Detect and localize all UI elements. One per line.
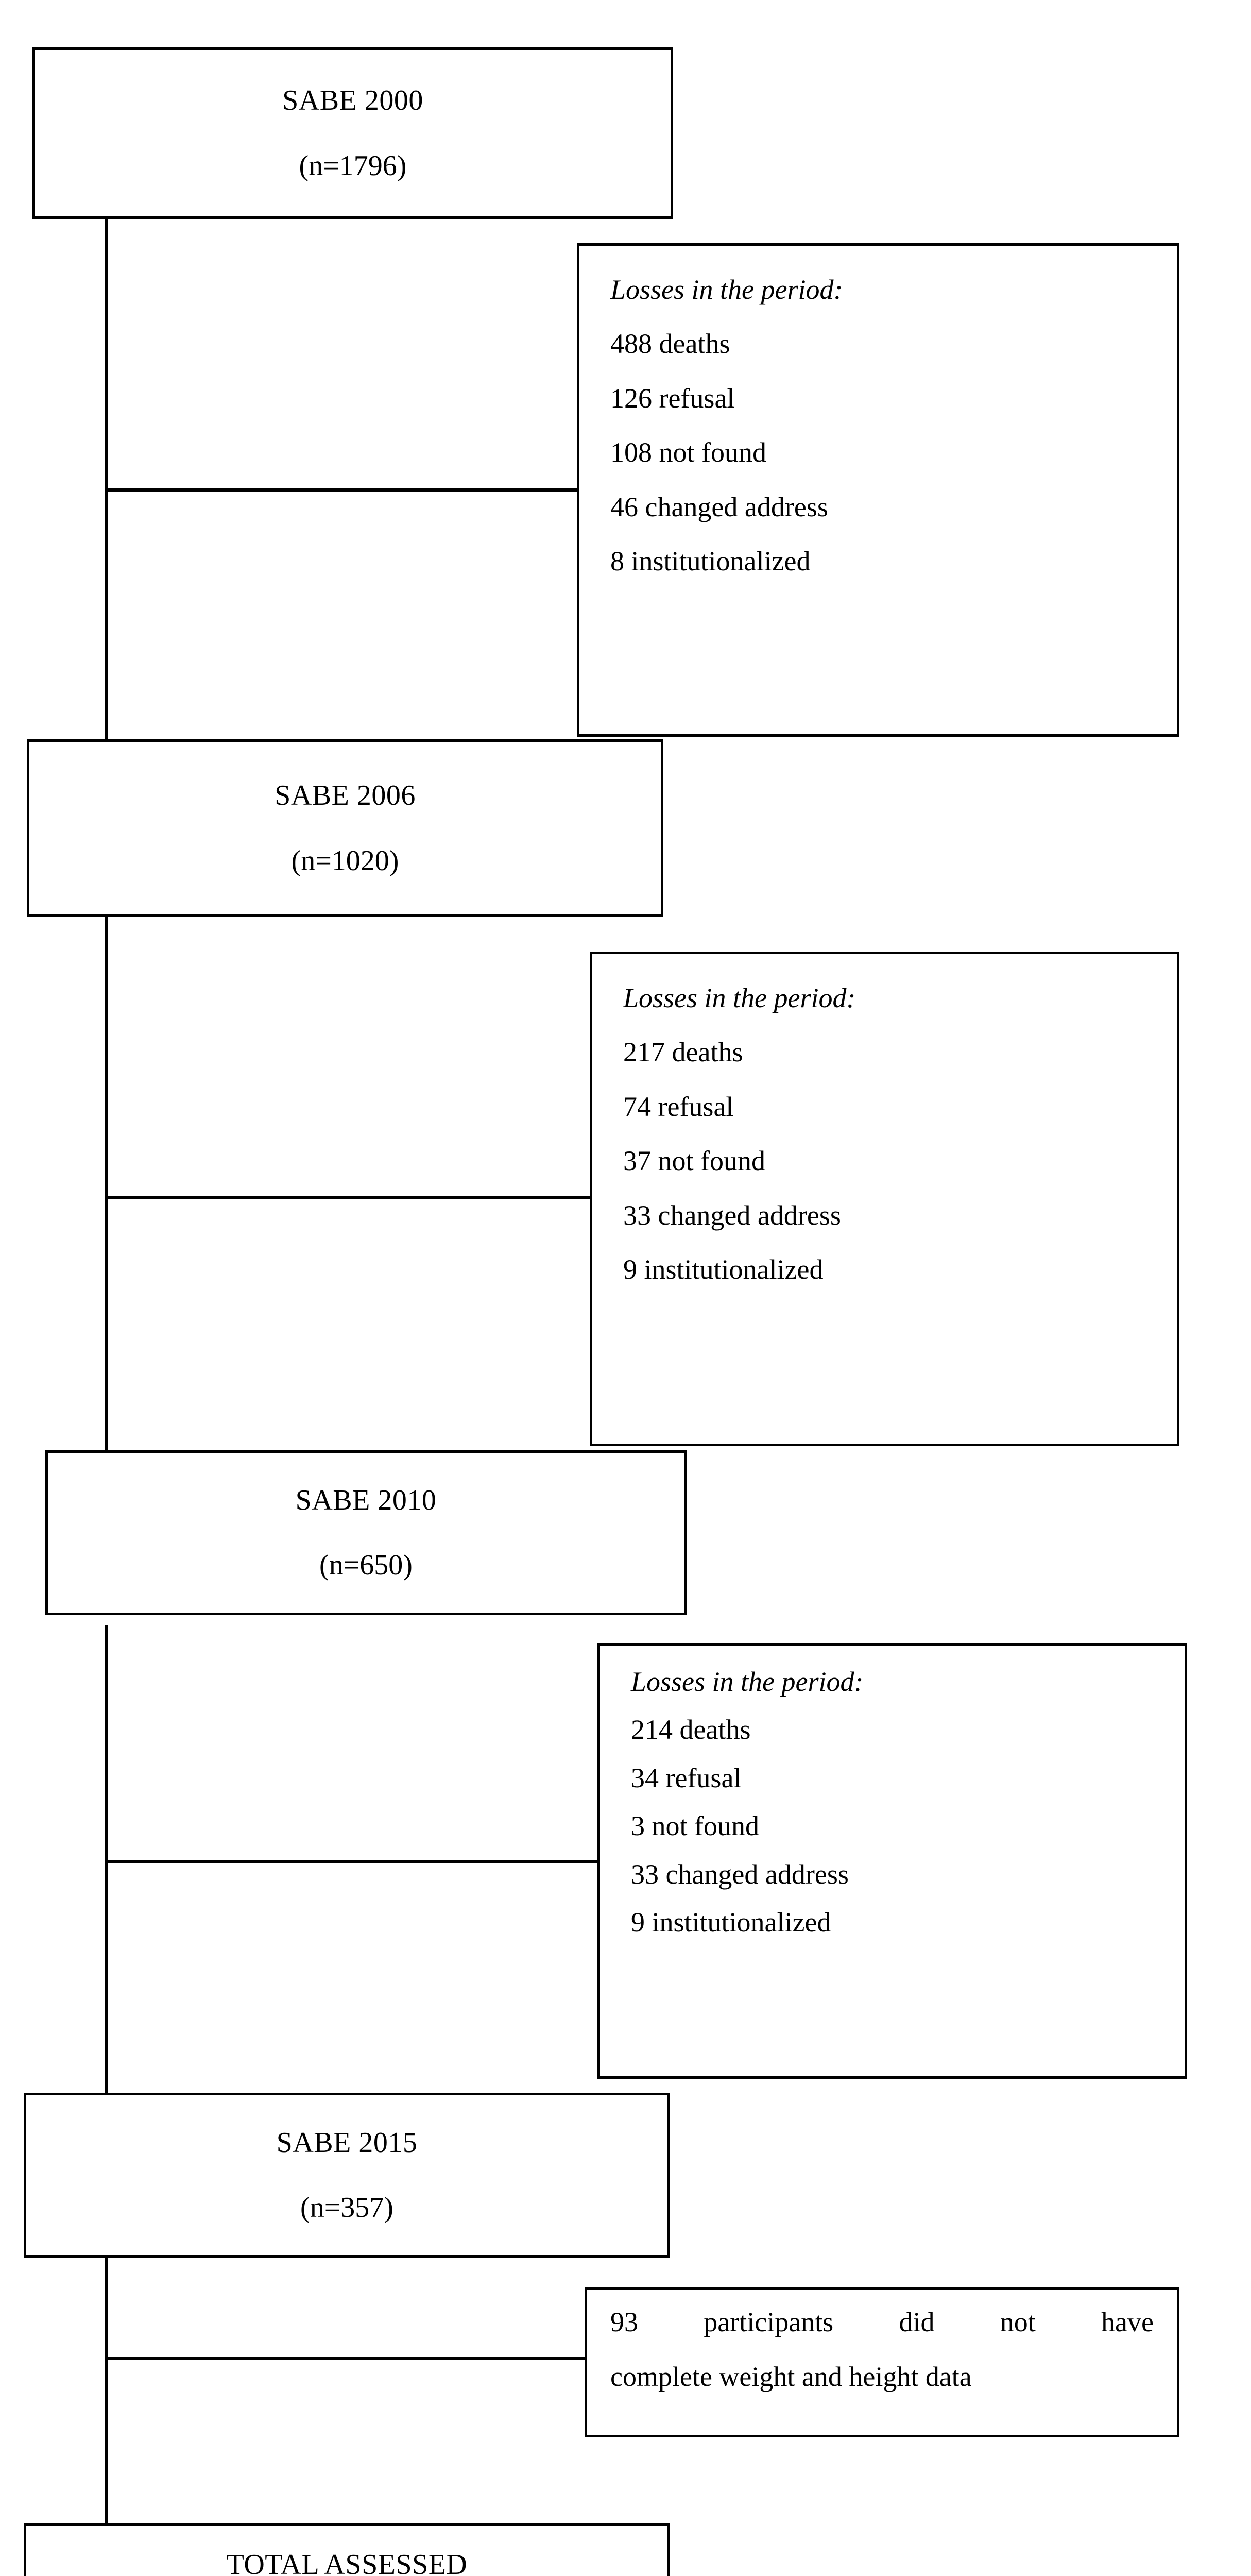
losses-box-2010-2015: Losses in the period: 214 deaths 34 refu…	[597, 1643, 1187, 2079]
losses-box-2000-2006: Losses in the period: 488 deaths 126 ref…	[577, 243, 1179, 737]
cohort-count: (n=1020)	[291, 844, 399, 877]
loss-item-deaths: 214 deaths	[631, 1714, 751, 1745]
cohort-title: SABE 2015	[276, 2126, 418, 2159]
loss-item-not-found: 108 not found	[610, 437, 766, 468]
loss-item-institutionalized: 9 institutionalized	[631, 1906, 831, 1938]
cohort-box-sabe-2006: SABE 2006 (n=1020)	[27, 739, 663, 917]
cohort-count: (n=357)	[300, 2192, 393, 2224]
losses-heading: Losses in the period:	[623, 982, 856, 1013]
loss-item-changed-address: 46 changed address	[610, 491, 828, 522]
cohort-box-total-assessed: TOTAL ASSESSED 264	[24, 2523, 670, 2576]
exclusion-note-line-2: complete weight and height data	[610, 2361, 972, 2393]
loss-item-institutionalized: 9 institutionalized	[623, 1253, 824, 1285]
losses-heading: Losses in the period:	[610, 274, 843, 305]
loss-item-not-found: 37 not found	[623, 1145, 765, 1177]
loss-item-institutionalized: 8 institutionalized	[610, 545, 811, 577]
branch-line-losses-2	[105, 1196, 592, 1199]
loss-item-changed-address: 33 changed address	[631, 1858, 849, 1890]
cohort-title: SABE 2006	[275, 779, 416, 812]
exclusion-note-line-1: 93 participants did not have	[610, 2307, 1154, 2337]
loss-item-refusal: 74 refusal	[623, 1091, 734, 1122]
loss-item-not-found: 3 not found	[631, 1810, 759, 1842]
loss-item-refusal: 34 refusal	[631, 1762, 742, 1793]
connector-2000-to-2006	[105, 219, 108, 740]
branch-line-exclusion	[105, 2357, 589, 2360]
loss-item-refusal: 126 refusal	[610, 382, 735, 414]
exclusion-note-box: 93 participants did not have complete we…	[585, 2287, 1179, 2437]
loss-item-changed-address: 33 changed address	[623, 1199, 841, 1231]
cohort-box-sabe-2010: SABE 2010 (n=650)	[45, 1450, 687, 1615]
connector-2010-to-2015	[105, 1625, 108, 2105]
connector-2006-to-2010	[105, 914, 108, 1450]
branch-line-losses-1	[105, 488, 579, 492]
branch-line-losses-3	[105, 1860, 599, 1863]
cohort-box-sabe-2000: SABE 2000 (n=1796)	[32, 47, 673, 219]
total-assessed-title: TOTAL ASSESSED	[226, 2549, 468, 2576]
cohort-title: SABE 2010	[295, 1484, 437, 1516]
connector-2015-to-total	[105, 2108, 108, 2526]
cohort-count: (n=1796)	[299, 149, 407, 182]
cohort-box-sabe-2015: SABE 2015 (n=357)	[24, 2093, 670, 2258]
cohort-title: SABE 2000	[282, 84, 423, 117]
loss-item-deaths: 217 deaths	[623, 1037, 743, 1068]
losses-box-2006-2010: Losses in the period: 217 deaths 74 refu…	[590, 952, 1179, 1446]
cohort-count: (n=650)	[319, 1549, 413, 1581]
loss-item-deaths: 488 deaths	[610, 328, 730, 360]
losses-heading: Losses in the period:	[631, 1666, 864, 1697]
